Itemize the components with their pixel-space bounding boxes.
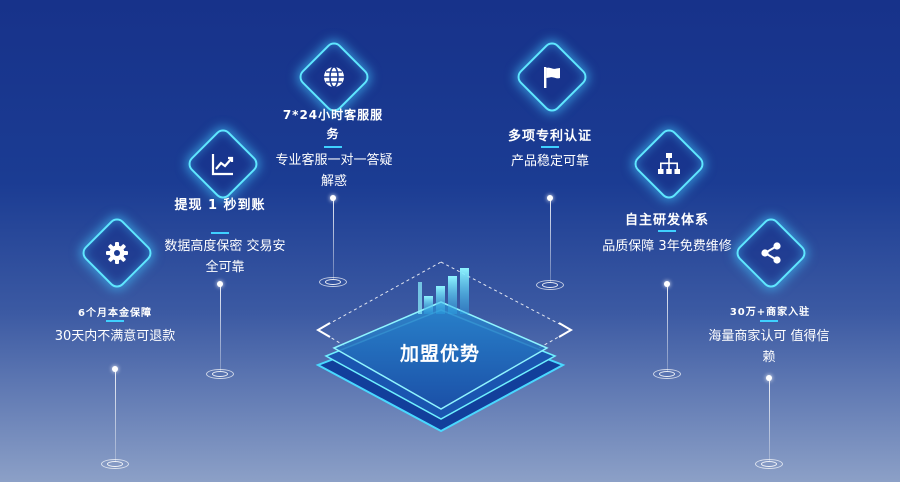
feature-title: 30万+商家入驻: [729, 307, 811, 318]
connector-dot: [664, 281, 670, 287]
connector-base-inner: [107, 461, 123, 467]
feature-description: 30天内不满意可退款: [54, 329, 176, 344]
connector-dot: [112, 366, 118, 372]
feature-description: 数据高度保密 交易安全可靠: [164, 239, 286, 275]
connector-line: [115, 370, 116, 462]
feature-title: 6个月本金保障: [78, 308, 152, 319]
feature-icon-frame: [630, 125, 708, 203]
title-underline: [211, 232, 229, 234]
title-underline: [541, 146, 559, 148]
connector-line: [667, 285, 668, 371]
connector-dot: [547, 195, 553, 201]
connector-base-inner: [761, 461, 777, 467]
title-underline: [106, 320, 124, 322]
connector-line: [333, 199, 334, 279]
flag-icon: [544, 67, 560, 88]
feature-icon-frame: [732, 214, 810, 292]
feature-description: 专业客服一对一答疑解惑: [275, 153, 393, 189]
connector-base: [319, 277, 347, 287]
feature-title: 多项专利认证: [507, 129, 592, 144]
globe-icon: [324, 66, 344, 88]
connector-base-inner: [212, 371, 228, 377]
connector-base: [206, 369, 234, 379]
feature-title: 提现 1 秒到账: [174, 198, 266, 213]
feature-title: 自主研发体系: [624, 213, 709, 228]
share-icon: [761, 242, 781, 264]
feature-title: 7*24小时客服服务: [282, 108, 384, 141]
connector-base-inner: [659, 371, 675, 377]
connector-dot: [217, 281, 223, 287]
feature-description: 产品稳定可靠: [510, 154, 589, 169]
connector-dot: [330, 195, 336, 201]
connector-base: [536, 280, 564, 290]
gear-icon: [106, 242, 128, 264]
feature-description: 品质保障 3年免费维修: [602, 239, 732, 254]
feature-description: 海量商家认可 值得信赖: [708, 329, 830, 365]
feature-icon-frame: [78, 214, 156, 292]
feature-icon-frame: [513, 38, 591, 116]
connector-base-inner: [542, 282, 558, 288]
hierarchy-icon: [658, 153, 680, 174]
connector-base: [653, 369, 681, 379]
feature-icon-frame: [295, 38, 373, 116]
line-chart-icon: [211, 154, 234, 176]
connector-line: [220, 285, 221, 371]
title-underline: [658, 230, 676, 232]
title-underline: [760, 320, 778, 322]
connector-dot: [766, 375, 772, 381]
title-underline: [324, 146, 342, 148]
connector-line: [769, 379, 770, 461]
connector-base: [755, 459, 783, 469]
connector-base-inner: [325, 279, 341, 285]
connector-base: [101, 459, 129, 469]
feature-icon-frame: [184, 125, 262, 203]
connector-line: [550, 199, 551, 282]
center-title: 加盟优势: [399, 343, 480, 365]
